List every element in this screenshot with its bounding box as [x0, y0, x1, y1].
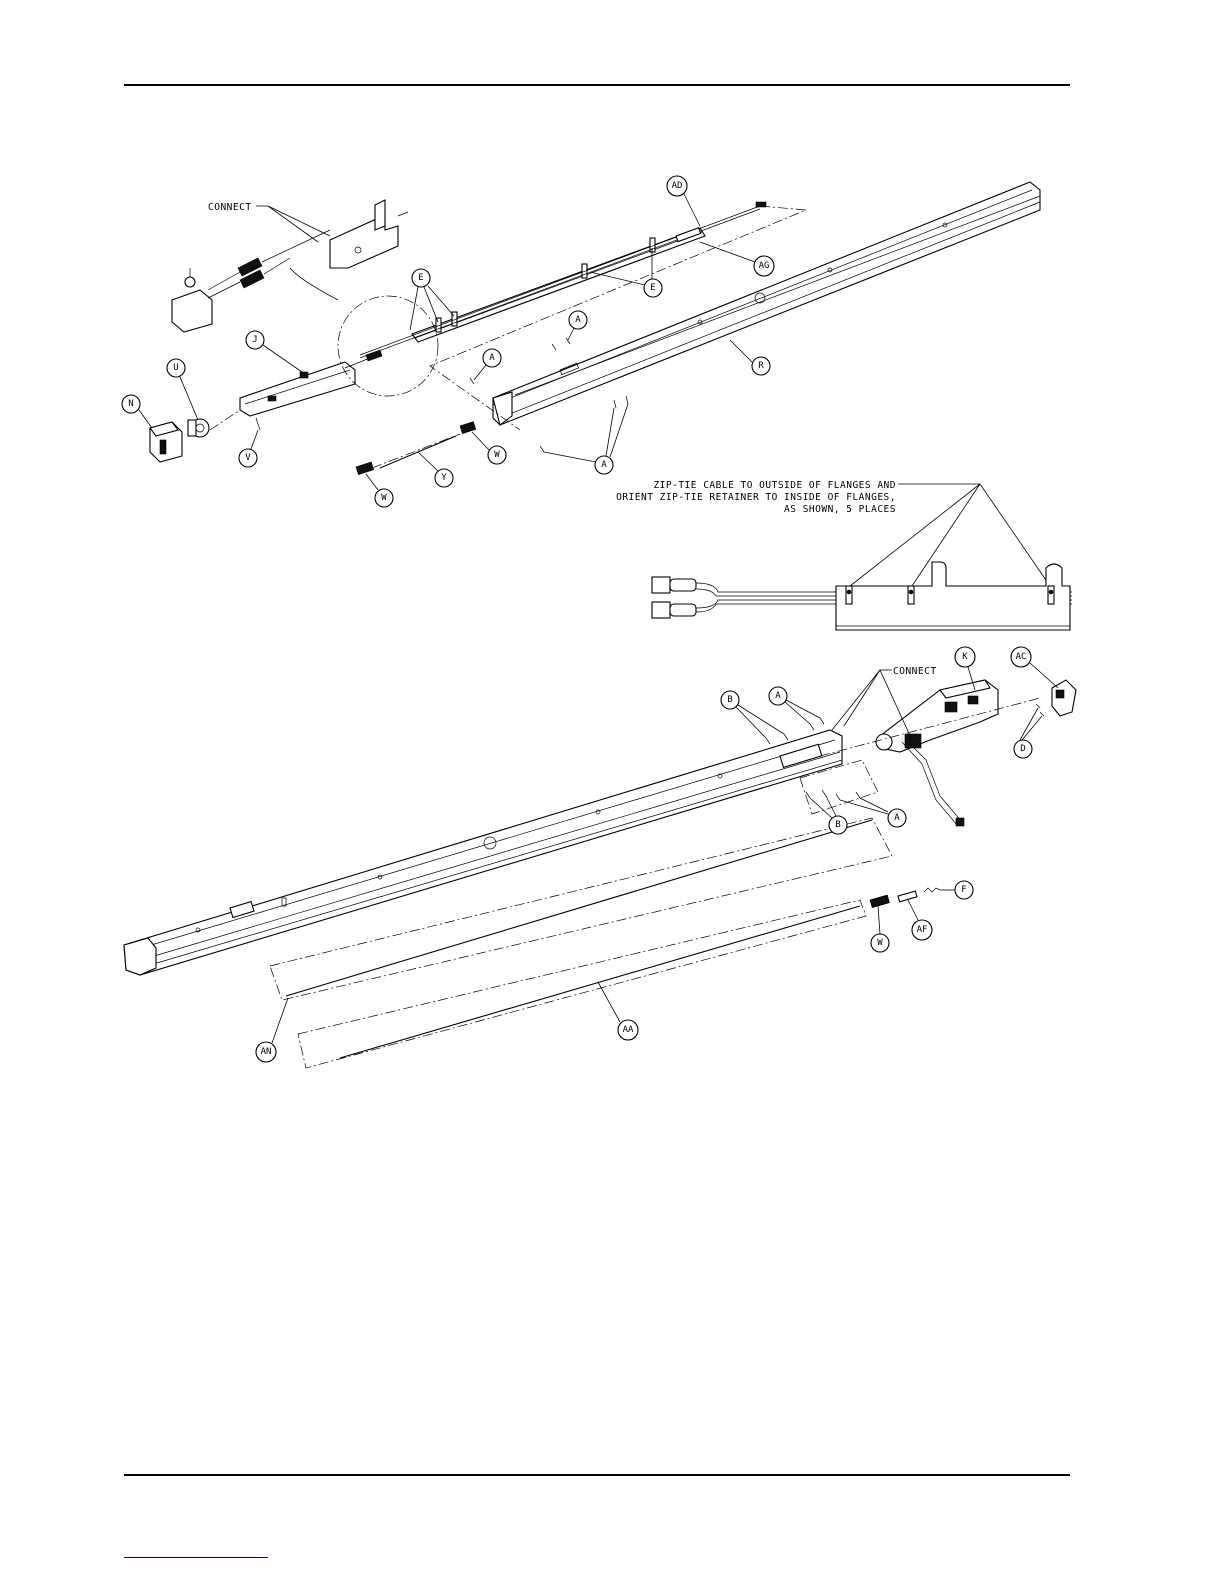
svg-text:K: K: [962, 652, 968, 662]
svg-text:E: E: [650, 283, 655, 293]
connector-detail: [172, 200, 408, 332]
callout-k: K: [955, 647, 975, 667]
connect-note-top: CONNECT: [208, 202, 252, 213]
callout-a-1: A: [569, 311, 587, 329]
footer-link-underline[interactable]: [124, 1557, 268, 1558]
svg-text:W: W: [494, 450, 500, 460]
end-cap-n: [150, 422, 182, 462]
callout-af: AF: [912, 920, 932, 940]
callout-ad: AD: [667, 176, 687, 196]
footer-rule: [124, 1474, 1070, 1476]
callout-y: Y: [435, 469, 453, 487]
top-rail-assembly: [150, 182, 1040, 475]
callout-u: U: [167, 359, 185, 377]
callout-v: V: [239, 449, 257, 467]
zip-tie-detail: ZIP-TIE CABLE TO OUTSIDE OF FLANGES AND …: [616, 480, 1072, 630]
svg-text:N: N: [128, 399, 133, 409]
rail-r: [493, 182, 1040, 425]
knob-u: [188, 419, 209, 437]
callout-a-5: A: [888, 809, 906, 827]
callout-n: N: [122, 395, 140, 413]
callout-r: R: [752, 357, 770, 375]
callout-aa: AA: [618, 1020, 638, 1040]
svg-text:AG: AG: [759, 261, 770, 271]
svg-text:E: E: [418, 273, 423, 283]
callout-w-3: W: [871, 934, 889, 952]
svg-text:Y: Y: [441, 473, 447, 483]
svg-text:B: B: [727, 695, 732, 705]
svg-text:A: A: [601, 460, 607, 470]
svg-text:AF: AF: [917, 925, 928, 935]
callout-ac: AC: [1011, 647, 1031, 667]
svg-text:W: W: [381, 493, 387, 503]
svg-text:A: A: [775, 691, 781, 701]
callout-an: AN: [256, 1042, 276, 1062]
svg-text:J: J: [252, 335, 257, 345]
callout-w-1: W: [488, 446, 506, 464]
connect-note-bottom: CONNECT: [893, 666, 937, 677]
zip-note-line-3: AS SHOWN, 5 PLACES: [784, 504, 896, 515]
detail-leader: [290, 268, 338, 300]
dash-box-3: [298, 900, 866, 1068]
svg-text:A: A: [489, 353, 495, 363]
bottom-rail-assembly: [124, 680, 1076, 1068]
zip-note-line-1: ZIP-TIE CABLE TO OUTSIDE OF FLANGES AND: [653, 480, 896, 491]
sleeve-af: [898, 891, 917, 902]
callout-e-1: E: [412, 269, 430, 287]
rod-an: [286, 820, 872, 996]
svg-text:U: U: [173, 363, 178, 373]
svg-text:AN: AN: [261, 1047, 272, 1057]
screw-v: [256, 418, 260, 430]
callout-b-2: B: [829, 816, 847, 834]
cap-w-2: [460, 422, 476, 434]
connect-leader-1: [256, 206, 318, 242]
svg-text:V: V: [245, 453, 251, 463]
lower-rail: [124, 730, 842, 975]
rod-aa: [340, 906, 860, 1058]
connect-leader-2: [268, 206, 330, 236]
centerline-3: [372, 434, 460, 468]
spring-f: [924, 888, 940, 892]
callout-ag: AG: [754, 256, 774, 276]
svg-text:B: B: [835, 820, 840, 830]
svg-text:W: W: [877, 938, 883, 948]
callout-b-1: B: [721, 691, 739, 709]
actuator-j: [240, 350, 382, 416]
zip-note-line-2: ORIENT ZIP-TIE RETAINER TO INSIDE OF FLA…: [616, 492, 896, 503]
callout-e-2: E: [644, 279, 662, 297]
svg-text:AC: AC: [1016, 652, 1027, 662]
callout-a-3: A: [595, 456, 613, 474]
callout-f: F: [955, 881, 973, 899]
svg-text:R: R: [758, 361, 764, 371]
svg-text:F: F: [961, 885, 966, 895]
centerline-2: [210, 410, 240, 430]
callout-a-2: A: [483, 349, 501, 367]
svg-text:A: A: [894, 813, 900, 823]
svg-text:AD: AD: [672, 181, 683, 191]
callout-d: D: [1014, 740, 1032, 758]
svg-text:D: D: [1020, 744, 1025, 754]
cap-w-3: [870, 895, 890, 908]
cap-w-1: [356, 462, 374, 475]
callout-j: J: [246, 331, 264, 349]
svg-text:AA: AA: [623, 1025, 634, 1035]
svg-text:A: A: [575, 315, 581, 325]
callout-a-4: A: [769, 687, 787, 705]
callout-w-2: W: [375, 489, 393, 507]
